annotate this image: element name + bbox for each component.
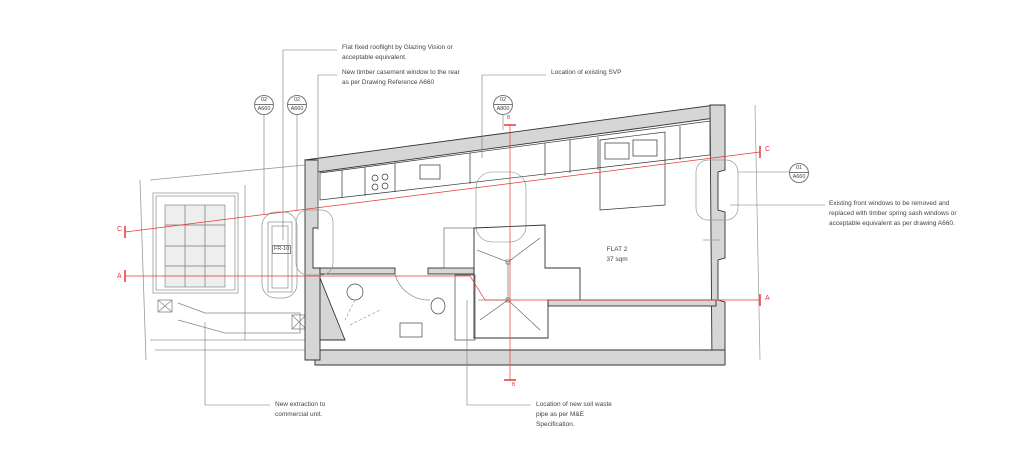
note-line: New extraction to <box>275 401 326 408</box>
section-marker-b-top: B <box>507 115 511 121</box>
extraction-duct <box>157 299 307 334</box>
section-marker-c-left: C <box>117 226 123 233</box>
section-marker-b-bottom: B <box>512 382 516 388</box>
bubble-number: 02 <box>494 96 512 105</box>
room-area: 37 sqm <box>606 256 628 263</box>
bubble-ref: A800 <box>496 106 510 112</box>
leader-lines <box>204 49 825 406</box>
rear-window-highlight <box>295 104 761 361</box>
staircase <box>443 171 581 339</box>
walls <box>303 104 726 366</box>
note-existing-svp: Location of existing SVP <box>551 68 621 78</box>
bed <box>599 131 666 211</box>
bathroom <box>344 273 476 341</box>
section-marker-c-right: C <box>765 146 771 153</box>
note-line: commercial unit. <box>275 411 323 418</box>
section-marker-a-left: A <box>117 273 122 280</box>
bubble-number: 02 <box>255 96 273 105</box>
rooflight-glazing <box>164 204 226 288</box>
note-rooflight: Flat fixed rooflight by Glazing Vision o… <box>342 43 453 63</box>
note-line: New timber casement window to the rear <box>342 69 460 76</box>
note-line: Location of new soil waste <box>536 401 612 408</box>
bubble-number: 01 <box>790 164 808 173</box>
note-casement-window: New timber casement window to the rear as… <box>342 68 460 88</box>
rear-yard <box>139 164 306 361</box>
kitchen-units <box>319 120 711 201</box>
bubble-ref: A660 <box>290 106 304 112</box>
note-extraction: New extraction to commercial unit. <box>275 400 325 420</box>
rooflight-tag: FR-10 <box>272 245 292 254</box>
note-line: Flat fixed rooflight by Glazing Vision o… <box>342 44 453 51</box>
note-line: as per Drawing Reference A660 <box>342 79 435 86</box>
note-soil-pipe: Location of new soil waste pipe as per M&… <box>536 400 612 430</box>
room-name: FLAT 2 <box>606 246 628 253</box>
section-line-a <box>125 275 760 301</box>
bubble-number: 02 <box>288 96 306 105</box>
note-front-windows: Existing front windows to be removed and… <box>829 199 957 229</box>
section-line-c <box>124 151 761 233</box>
bubble-ref: A660 <box>792 174 806 180</box>
note-line: pipe as per M&E <box>536 411 585 418</box>
note-line: Specification. <box>536 421 575 428</box>
note-line: acceptable equivalent. <box>342 54 407 61</box>
note-line: replaced with timber spring sash windows… <box>829 210 957 217</box>
note-line: Existing front windows to be removed and <box>829 200 950 207</box>
room-label: FLAT 2 37 sqm <box>597 245 637 265</box>
note-line: Location of existing SVP <box>551 69 622 76</box>
note-line: acceptable equivalent as per drawing A66… <box>829 220 955 227</box>
section-lines <box>124 124 761 381</box>
bubble-ref: A660 <box>257 106 271 112</box>
section-marker-a-right: A <box>765 295 770 302</box>
